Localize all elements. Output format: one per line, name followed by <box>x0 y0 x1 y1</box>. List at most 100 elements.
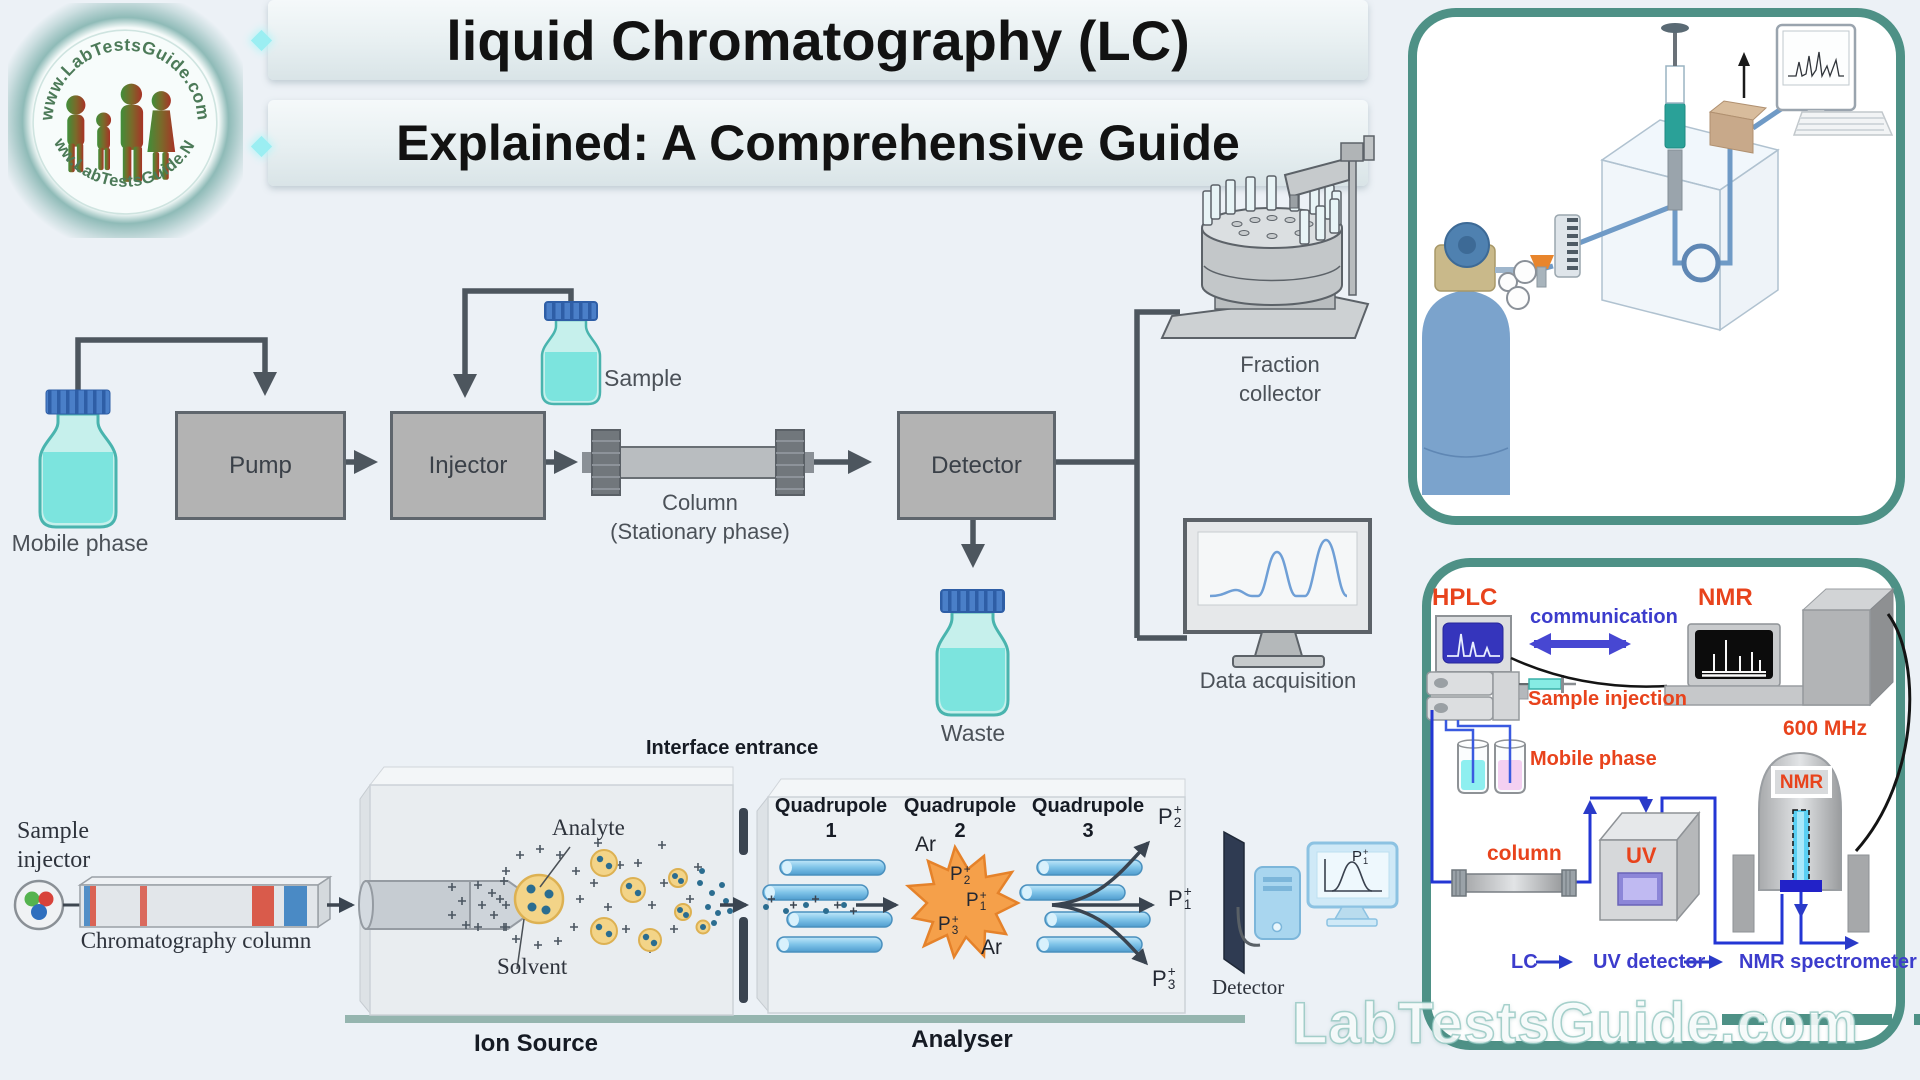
hplc-label: HPLC <box>1432 584 1498 611</box>
callout-lines <box>516 846 571 970</box>
data-acquisition-monitor-icon <box>1183 518 1372 668</box>
ms-diagram <box>13 766 1399 1023</box>
lc-legend-label: LC <box>1511 951 1538 973</box>
quadrupole-rods-icon <box>762 859 1151 953</box>
page-title-text: liquid Chromatography (LC) <box>446 8 1190 72</box>
communication-label: communication <box>1530 606 1678 628</box>
labtestsguide-logo: www.LabTestsGuide.com www.LabTestsGuide.… <box>8 0 243 238</box>
collision-cell-starburst-icon <box>904 843 1021 961</box>
nmr-console-icon <box>1664 587 1895 707</box>
star-ion-p1: P+1 <box>966 889 987 914</box>
mobile-phase-bottle-icon <box>38 389 118 529</box>
chromatogram-trace <box>1209 538 1348 598</box>
chromatography-column-icon <box>77 875 333 929</box>
hplc-nmr-cable <box>1510 656 1668 688</box>
logo-badge-icon: www.LabTestsGuide.com www.LabTestsGuide.… <box>8 0 218 215</box>
lc-column-icon <box>1451 869 1577 897</box>
uv-label: UV <box>1626 843 1657 868</box>
syringe-icon <box>1661 23 1689 211</box>
flow-tubing <box>1430 710 1859 950</box>
uv-detector-legend-label: UV detector <box>1593 951 1706 973</box>
chromatography-column-label: Chromatography column <box>80 928 312 953</box>
pump-box: Pump <box>175 411 346 520</box>
argon-label-top: Ar <box>915 833 936 856</box>
waste-bottle-icon <box>935 589 1010 717</box>
family-silhouette-icon <box>66 83 176 182</box>
manifold-icon <box>1554 214 1581 278</box>
fraction-collector-label-1: Fraction <box>1240 352 1320 377</box>
quadrupole-2-label: Quadrupole <box>903 795 1017 817</box>
analyte-label: Analyte <box>552 815 625 840</box>
ion-source-label: Ion Source <box>473 1030 599 1057</box>
hplc-nmr-illustration <box>1426 587 1912 969</box>
oven-box-icon <box>1600 119 1780 332</box>
injection-syringe-icon <box>1519 675 1576 693</box>
column-label: Column <box>662 490 738 515</box>
ms-monitor-icon <box>1306 841 1399 927</box>
column-label-nmr: column <box>1487 842 1562 865</box>
injector-box: Injector <box>390 411 546 520</box>
argon-label-bottom: Ar <box>981 936 1002 959</box>
fraction-collector-label-2: collector <box>1239 381 1321 406</box>
dashed-accent-line <box>1722 1014 1920 1025</box>
column-sublabel: (Stationary phase) <box>610 519 790 544</box>
waste-label: Waste <box>940 720 1006 746</box>
page-subtitle-text: Explained: A Comprehensive Guide <box>396 115 1240 171</box>
product-ion-arrows <box>1051 840 1155 966</box>
star-ion-p2: P+2 <box>950 863 971 888</box>
out-ion-p3: P+3 <box>1152 964 1176 992</box>
nmr-mobile-phase-label: Mobile phase <box>1530 748 1657 770</box>
out-ion-p2: P+2 <box>1158 802 1182 830</box>
bench-line <box>345 1015 1245 1023</box>
gas-cylinder-icon <box>1422 222 1554 495</box>
detector-box: Detector <box>897 411 1056 520</box>
hplc-nmr-panel: HPLC communication NMR Sample injection … <box>1422 558 1917 1050</box>
solvent-label: Solvent <box>497 954 568 979</box>
quadrupole-3-label: Quadrupole <box>1031 795 1145 817</box>
lc-flow-diagram <box>38 135 1375 717</box>
nmr-magnet-label: NMR <box>1779 772 1824 793</box>
ms-sample-label-1: Sample <box>17 818 89 844</box>
out-ion-p1: P+1 <box>1168 884 1192 912</box>
monitor-ion-p1: P+1 <box>1352 847 1369 866</box>
watermark: LabTestsGuide.com <box>1291 990 1860 1057</box>
nmr-label: NMR <box>1698 584 1753 611</box>
injector-label: Injector <box>428 451 508 479</box>
interface-entrance-label: Interface entrance <box>646 737 819 759</box>
star-ion-p3: P+3 <box>938 913 959 938</box>
page-title: liquid Chromatography (LC) <box>268 0 1368 80</box>
interface-electrodes-icon <box>739 808 748 1003</box>
quadrupole-2-number: 2 <box>954 820 966 842</box>
quadrupole-3-number: 3 <box>1082 820 1094 842</box>
rod-end-caps <box>765 861 1057 951</box>
ms-detector-label: Detector <box>1212 975 1285 999</box>
flow-connectors <box>75 288 1187 641</box>
sample-label: Sample <box>604 365 682 391</box>
column-icon <box>582 429 814 496</box>
detector-block-icon <box>1708 100 1768 154</box>
ms-sample-label-2: injector <box>17 847 91 873</box>
magnet-cable <box>1854 613 1912 852</box>
sample-injector-icon <box>13 879 65 931</box>
uv-detector-icon <box>1598 810 1701 923</box>
mobile-phase-beakers-icon <box>1444 720 1526 794</box>
analyte-dots <box>526 855 733 947</box>
page-subtitle: Explained: A Comprehensive Guide <box>268 100 1368 186</box>
mobile-phase-label: Mobile phase <box>11 530 149 556</box>
hplc-instrument-icon <box>1426 615 1529 721</box>
pump-label: Pump <box>229 451 292 479</box>
analyser-label: Analyser <box>911 1026 1013 1053</box>
instrument-illustration <box>1422 23 1894 495</box>
computer-icon <box>1775 23 1894 136</box>
quadrupole-1-label: Quadrupole <box>774 795 888 817</box>
ms-detector-icon <box>1223 830 1301 975</box>
mhz-label: 600 MHz <box>1783 717 1868 740</box>
detector-label: Detector <box>931 451 1022 479</box>
column-coil-icon <box>1681 243 1721 283</box>
sample-injection-label: Sample injection <box>1528 688 1687 710</box>
nmr-spectrometer-legend-label: NMR spectrometer <box>1739 951 1917 973</box>
nmr-magnet-icon <box>1732 751 1870 933</box>
data-acquisition-label: Data acquisition <box>1199 668 1357 693</box>
quadrupole-1-number: 1 <box>825 820 837 842</box>
